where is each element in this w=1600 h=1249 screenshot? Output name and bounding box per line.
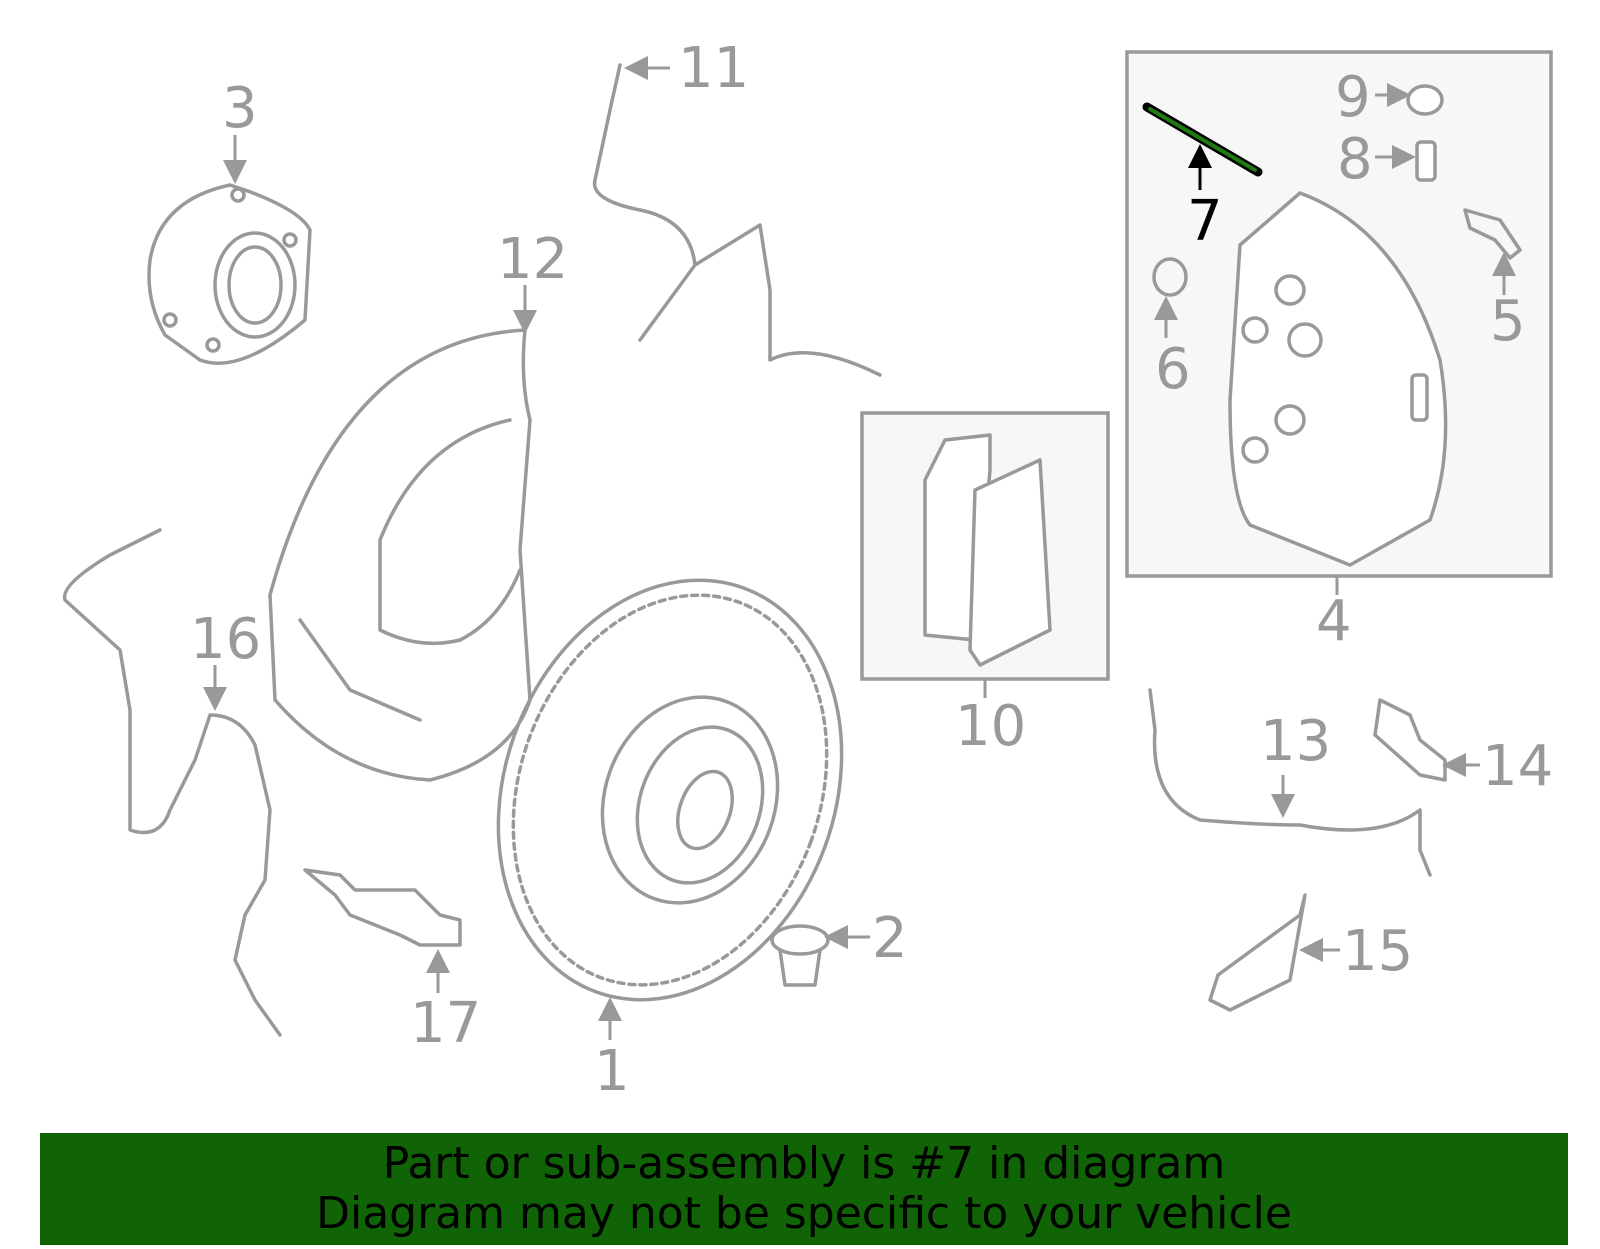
callout-9[interactable]: 9: [1335, 65, 1371, 130]
brake-pads-part[interactable]: [923, 433, 1052, 667]
caliper-part[interactable]: [1228, 191, 1448, 567]
callout-2[interactable]: 2: [872, 906, 908, 971]
diagram-notice-banner: Part or sub-assembly is #7 in diagram Di…: [40, 1133, 1568, 1245]
sensor-wire-16[interactable]: [62, 528, 282, 1037]
wear-sensor-wire-11[interactable]: [592, 63, 882, 377]
callout-5[interactable]: 5: [1490, 289, 1526, 354]
callout-17[interactable]: 17: [410, 991, 481, 1056]
banner-line-1: Part or sub-assembly is #7 in diagram: [382, 1138, 1226, 1189]
caliper-bolt-part-7-highlighted[interactable]: [1142, 102, 1263, 177]
seal-ring-part-6[interactable]: [1152, 257, 1188, 297]
wheel-hub-part[interactable]: [147, 183, 312, 365]
sensor-wire-13[interactable]: [1148, 688, 1432, 877]
callout-16[interactable]: 16: [190, 607, 261, 672]
callout-1[interactable]: 1: [594, 1039, 630, 1104]
callout-3[interactable]: 3: [222, 76, 258, 141]
bracket-part-17[interactable]: [303, 868, 462, 947]
callout-14[interactable]: 14: [1482, 734, 1553, 799]
bleeder-valve-part-8[interactable]: [1415, 140, 1437, 182]
callout-8[interactable]: 8: [1337, 127, 1373, 192]
callout-7-highlighted[interactable]: 7: [1187, 189, 1223, 254]
dust-cap-part-9[interactable]: [1406, 84, 1444, 116]
callout-4[interactable]: 4: [1316, 589, 1352, 654]
callout-11[interactable]: 11: [678, 36, 749, 101]
brake-rotor-part[interactable]: [441, 532, 898, 1049]
callout-12[interactable]: 12: [497, 227, 568, 292]
callout-13[interactable]: 13: [1260, 709, 1331, 774]
bracket-part-14[interactable]: [1373, 698, 1447, 782]
callout-6[interactable]: 6: [1155, 337, 1191, 402]
leader-lines: [203, 56, 1516, 1040]
bracket-part-15[interactable]: [1208, 893, 1307, 1012]
callout-10[interactable]: 10: [955, 694, 1026, 759]
plug-part-2[interactable]: [770, 924, 830, 987]
banner-line-2: Diagram may not be specific to your vehi…: [316, 1188, 1292, 1239]
callout-15[interactable]: 15: [1342, 919, 1413, 984]
splash-shield-part[interactable]: [268, 328, 532, 782]
